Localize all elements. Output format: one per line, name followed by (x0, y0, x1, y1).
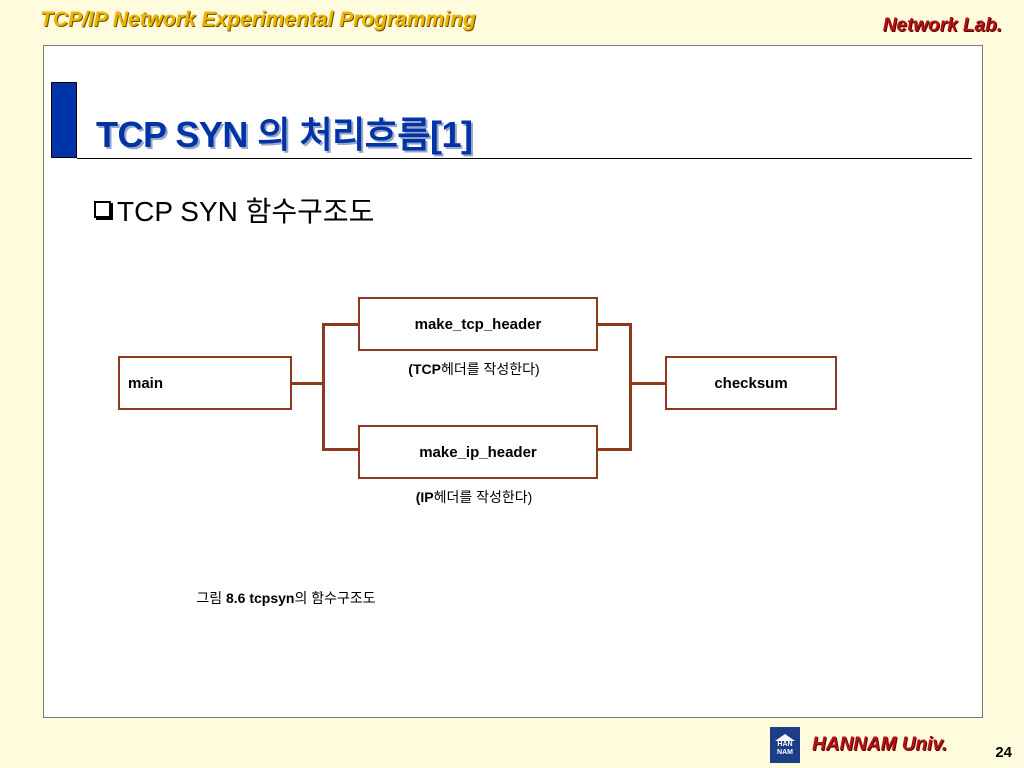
logo-roof-icon (775, 733, 795, 741)
course-title: TCP/IP Network Experimental Programming (40, 8, 476, 31)
slide-title: TCP SYN 의 처리흐름[1] (96, 114, 473, 155)
bullet-text: TCP SYN 함수구조도 (117, 196, 375, 227)
connector-right-top (597, 323, 632, 326)
node-checksum: checksum (665, 356, 837, 410)
connector-checksum-in (629, 382, 666, 385)
bullet-item: TCP SYN 함수구조도 (94, 190, 374, 230)
lab-name: Network Lab. (882, 15, 1002, 36)
note-tcp-suffix-text: 헤더를 작성한다) (440, 361, 540, 377)
node-make-ip-header: make_ip_header (358, 425, 598, 479)
node-main: main (118, 356, 292, 410)
connector-left-top (322, 323, 359, 326)
node-make-tcp-header-label: make_tcp_header (414, 315, 542, 333)
page-number: 24 (995, 744, 1012, 761)
connector-left-bottom (322, 448, 359, 451)
connector-right-bottom (597, 448, 632, 451)
node-make-ip-header-label: make_ip_header (419, 443, 537, 461)
note-tcp-prefix: (TCP (408, 361, 441, 377)
connector-main-out (291, 382, 324, 385)
note-tcp-header: (TCP헤더를 작성한다) (408, 359, 539, 379)
node-make-tcp-header: make_tcp_header (358, 297, 598, 351)
caption-suffix: 의 함수구조도 (294, 590, 376, 606)
logo-text-1: HAN (777, 740, 793, 748)
connector-right-vertical (629, 323, 632, 451)
university-name: HANNAM Univ. (812, 734, 948, 755)
checkbox-bullet-icon (94, 201, 111, 218)
university-logo-icon: HAN NAM (770, 727, 800, 763)
connector-left-vertical (322, 323, 325, 451)
logo-text-2: NAM (777, 748, 793, 756)
node-checksum-label: checksum (714, 374, 788, 392)
note-ip-header: (IP헤더를 작성한다) (416, 487, 533, 507)
caption-prefix: 그림 (196, 590, 226, 606)
title-underline (77, 158, 972, 159)
node-main-label: main (128, 374, 164, 392)
note-ip-suffix-text: 헤더를 작성한다) (433, 489, 533, 505)
caption-bold: 8.6 tcpsyn (226, 590, 295, 606)
figure-caption: 그림 8.6 tcpsyn의 함수구조도 (196, 588, 375, 608)
note-ip-prefix: (IP (415, 489, 434, 505)
title-accent-bar (51, 82, 77, 158)
